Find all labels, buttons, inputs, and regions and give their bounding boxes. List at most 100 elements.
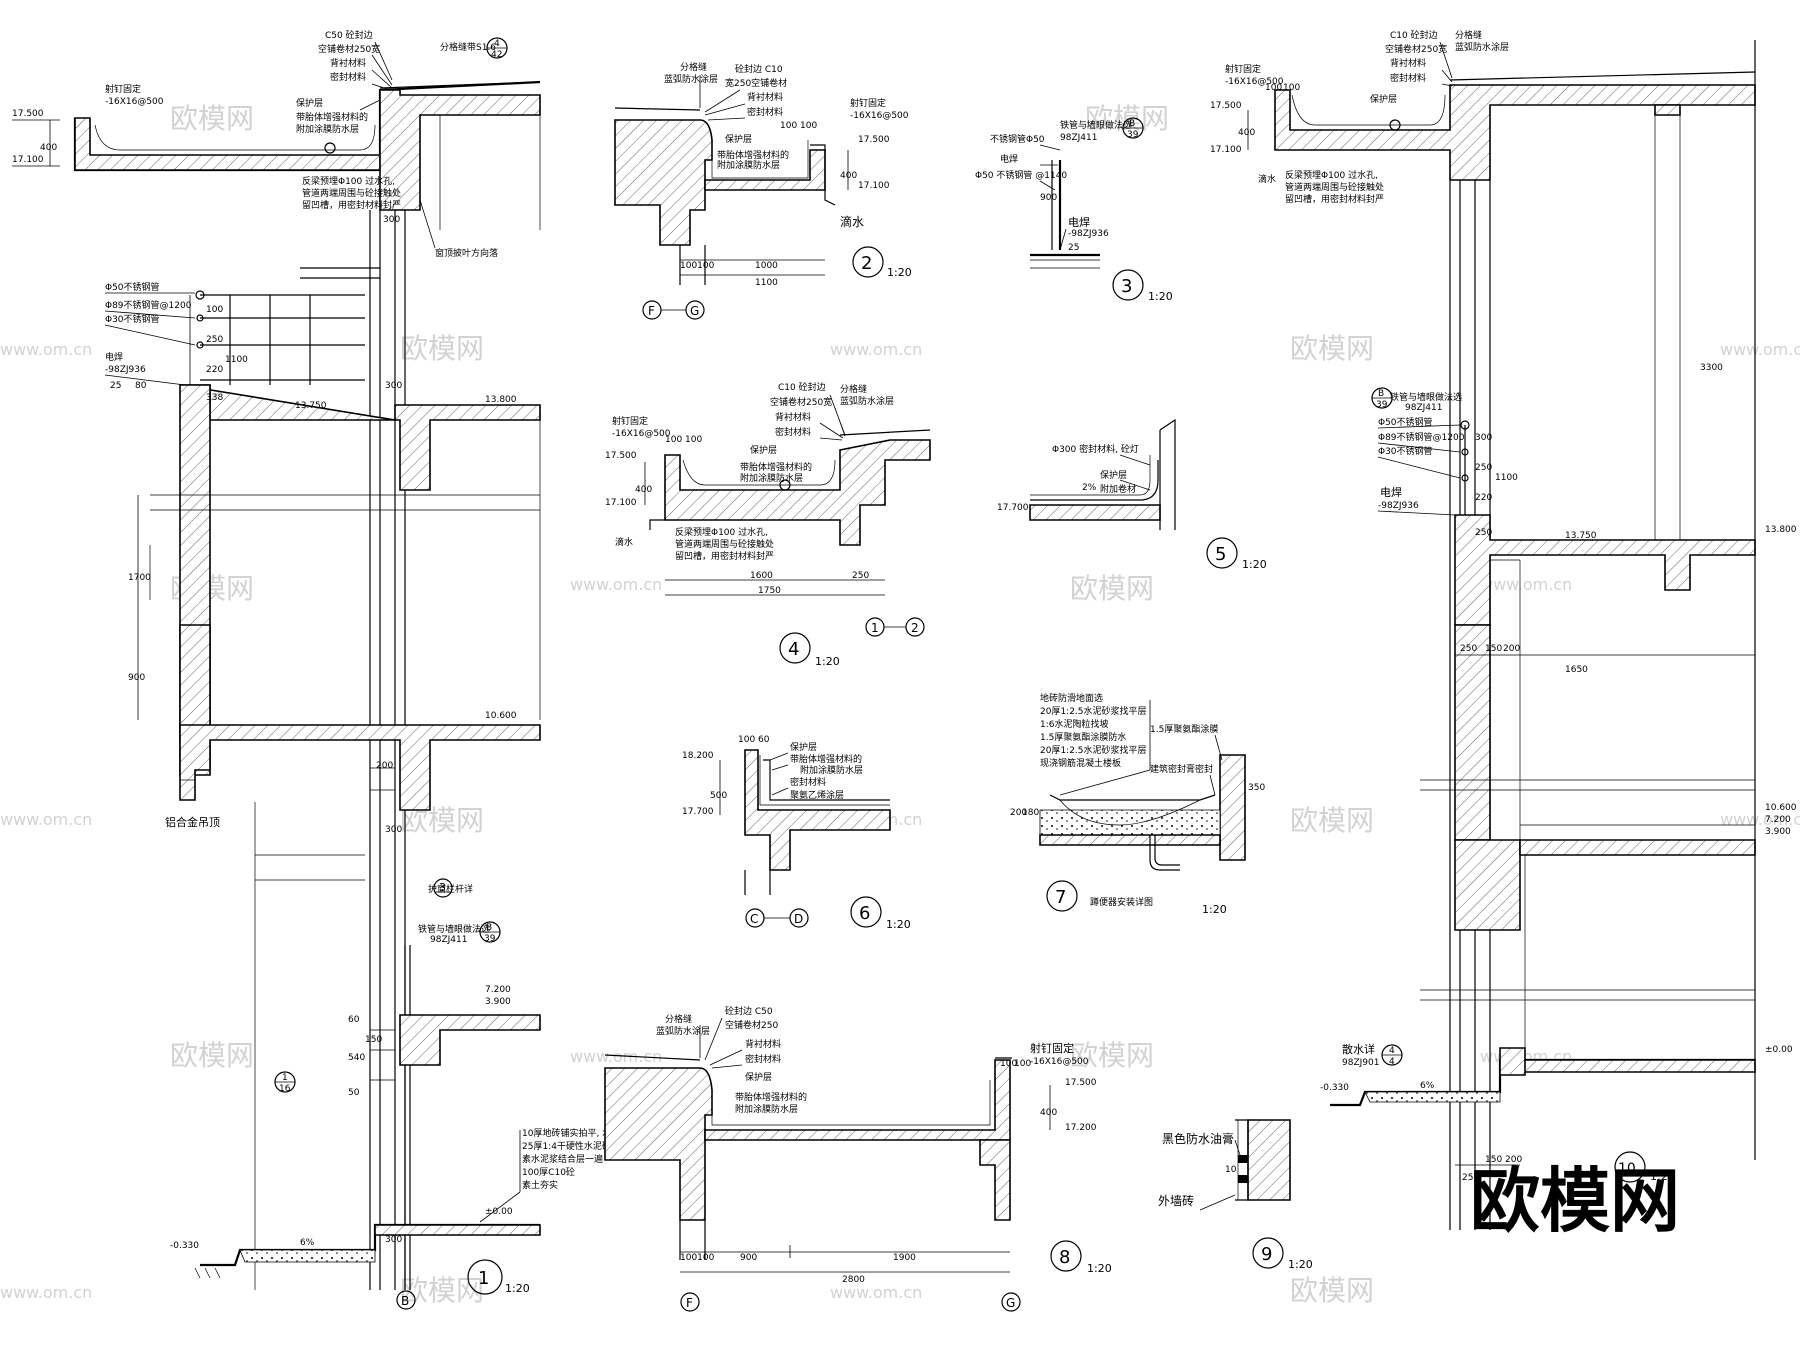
ref-bubble-text: 3 xyxy=(439,881,446,894)
d7-detail-bubble xyxy=(1046,880,1078,912)
note-label: 附加涂膜防水层 xyxy=(717,159,780,171)
note-label: 留凹槽，用密封材料封严 xyxy=(302,199,401,211)
note-label: 附加涂膜防水层 xyxy=(296,123,359,135)
note-label: 铁管与墙眼做法选 xyxy=(1060,119,1132,131)
note-label: 空铺卷材250 xyxy=(725,1019,778,1031)
d7-layer: 1.5厚聚氨酯涂膜防水 xyxy=(1040,731,1126,743)
dim: 100 xyxy=(738,735,755,745)
d5-slab xyxy=(1029,504,1161,521)
note-label: -98ZJ936 xyxy=(1068,229,1109,239)
note-label: 密封材料 xyxy=(745,1053,781,1065)
watermarks: 欧模网 欧模网 欧模网 欧模网 欧模网 欧模网 欧模网 欧模网 欧模网 欧模网 … xyxy=(0,102,1800,1307)
note-label: 管道两端周围与砼接触处 xyxy=(675,538,774,550)
level-mark: ±0.00 xyxy=(485,1207,513,1217)
note-label: 管道两端周围与砼接触处 xyxy=(1285,181,1384,193)
note-label: Φ30不锈钢管 xyxy=(105,313,160,325)
note-label: 滴水 xyxy=(840,214,864,229)
note-label: C10 砼封边 xyxy=(1390,29,1438,41)
note-label: 建筑密封膏密封 xyxy=(1150,763,1213,775)
ref-bubble-text: B xyxy=(486,923,492,933)
note-label: 反梁预埋Φ100 过水孔, xyxy=(302,175,395,187)
note-label: 滴水 xyxy=(615,536,633,548)
level-mark: 17.100 xyxy=(12,155,44,165)
note-label: 电焊 xyxy=(1380,485,1402,499)
d7-layer: 20厚1:2.5水泥砂浆找平层 xyxy=(1040,744,1147,756)
note-label: 保护层 xyxy=(745,1071,772,1083)
dim: 1100 xyxy=(1495,473,1518,483)
detail-2: 100100 1000 1100 100 100 400 17.500 17.1… xyxy=(614,61,912,320)
d1-railing-posts xyxy=(229,295,311,385)
dim: 60 xyxy=(348,1015,360,1025)
d10-beam xyxy=(1454,839,1521,931)
note-label: 蓝弧防水涂层 xyxy=(840,395,894,407)
d9-wall xyxy=(1247,1119,1291,1201)
detail-6: 100 60 500 18.200 17.700 保护层 带胎体增强材料的 附加… xyxy=(682,735,911,931)
dim: 220 xyxy=(206,365,223,375)
dim: 100100 xyxy=(680,261,715,271)
note-label: 98ZJ411 xyxy=(1405,403,1442,413)
floor-layer: 素水泥浆结合层一遍 xyxy=(522,1153,603,1165)
d7-pipe xyxy=(1149,835,1180,871)
dim: 100 xyxy=(1265,83,1282,93)
level-mark: -0.330 xyxy=(170,1241,199,1251)
level-mark: 17.200 xyxy=(1065,1123,1097,1133)
detail-8: 100100 900 1900 2800 100 100 400 17.500 … xyxy=(604,1005,1112,1312)
axis-label: 2 xyxy=(911,621,919,635)
d9-detail-number: 9 xyxy=(1261,1244,1272,1265)
d5-detail-number: 5 xyxy=(1215,544,1226,565)
level-mark: 17.100 xyxy=(1210,145,1242,155)
note-label: 98ZJ411 xyxy=(1060,133,1097,143)
d4-scale: 1:20 xyxy=(815,655,840,668)
detail-3: 铁管与墙眼做法选 98ZJ411 不锈钢管Φ50 电焊 Φ50 不锈钢管 @11… xyxy=(975,117,1173,303)
dim: 300 xyxy=(385,381,402,391)
d4-detail-number: 4 xyxy=(788,639,799,660)
d7-layer: 现浇钢筋混凝土楼板 xyxy=(1040,757,1121,769)
ref-bubble-text: 1 xyxy=(282,1073,288,1083)
dim: 250 xyxy=(1460,644,1477,654)
note-label: 密封材料 xyxy=(747,106,783,118)
note-label: -16X16@500 xyxy=(105,97,164,107)
d10-wall-segment xyxy=(1454,624,1491,841)
dim: 250 xyxy=(1462,1173,1479,1183)
d1-bracket xyxy=(370,1029,395,1081)
d2-gutter-membrane xyxy=(711,140,809,179)
note-label: 背衬材料 xyxy=(747,91,783,103)
level-mark: 13.750 xyxy=(1565,531,1597,541)
note-label: 密封材料 xyxy=(330,71,366,83)
d1-levels: 17.500 17.100 13.750 13.800 10.600 7.200… xyxy=(12,109,517,1251)
ref-bubble-text: 4 xyxy=(1389,1046,1395,1056)
d9-scale: 1:20 xyxy=(1288,1258,1313,1271)
ref-bubble-text: 39 xyxy=(1376,400,1388,410)
d1-rail-tube xyxy=(196,314,204,322)
watermark-logo: 欧模网 xyxy=(400,1274,484,1307)
d7-detail-number: 7 xyxy=(1055,887,1066,908)
note-label: 带胎体增强材料的 xyxy=(790,753,862,765)
note-label: 散水详 xyxy=(1342,1042,1375,1056)
d7-wall xyxy=(1219,754,1246,861)
d3-scale: 1:20 xyxy=(1148,290,1173,303)
d10-roof-slab xyxy=(1274,84,1756,181)
floor-layer: 素土夯实 xyxy=(522,1179,558,1191)
note-label: 铁管与墙眼做法选 xyxy=(418,923,490,935)
floor-layer: 100厚C10砼 xyxy=(522,1166,575,1178)
watermark-site: www.om.cn xyxy=(0,1283,92,1302)
dim: 1900 xyxy=(893,1253,916,1263)
level-mark: 17.500 xyxy=(858,135,890,145)
d1-downpipe xyxy=(404,945,411,1290)
note-label: -16X16@500 xyxy=(1030,1057,1089,1067)
detail-9: 黑色防水油膏 外墙砖 10 9 1:20 xyxy=(1158,1119,1313,1271)
axis-label: F xyxy=(648,304,655,318)
dim: 200 xyxy=(376,761,393,771)
watermark-site: www.om.cn xyxy=(570,575,662,594)
note-label: 射钉固定 xyxy=(1225,63,1261,75)
dim: 500 xyxy=(710,791,727,801)
dim: 400 xyxy=(1238,128,1255,138)
note-label: C10 砼封边 xyxy=(778,381,826,393)
dim: 350 xyxy=(1248,783,1265,793)
note-label: 98ZJ901 xyxy=(1342,1058,1379,1068)
note-label: 附加卷材 xyxy=(1100,483,1136,495)
note-label: 保护层 xyxy=(750,444,777,456)
dim: 1650 xyxy=(1565,665,1588,675)
d1-roof-surface xyxy=(379,81,541,89)
d1-detail-bubble xyxy=(467,1259,503,1295)
